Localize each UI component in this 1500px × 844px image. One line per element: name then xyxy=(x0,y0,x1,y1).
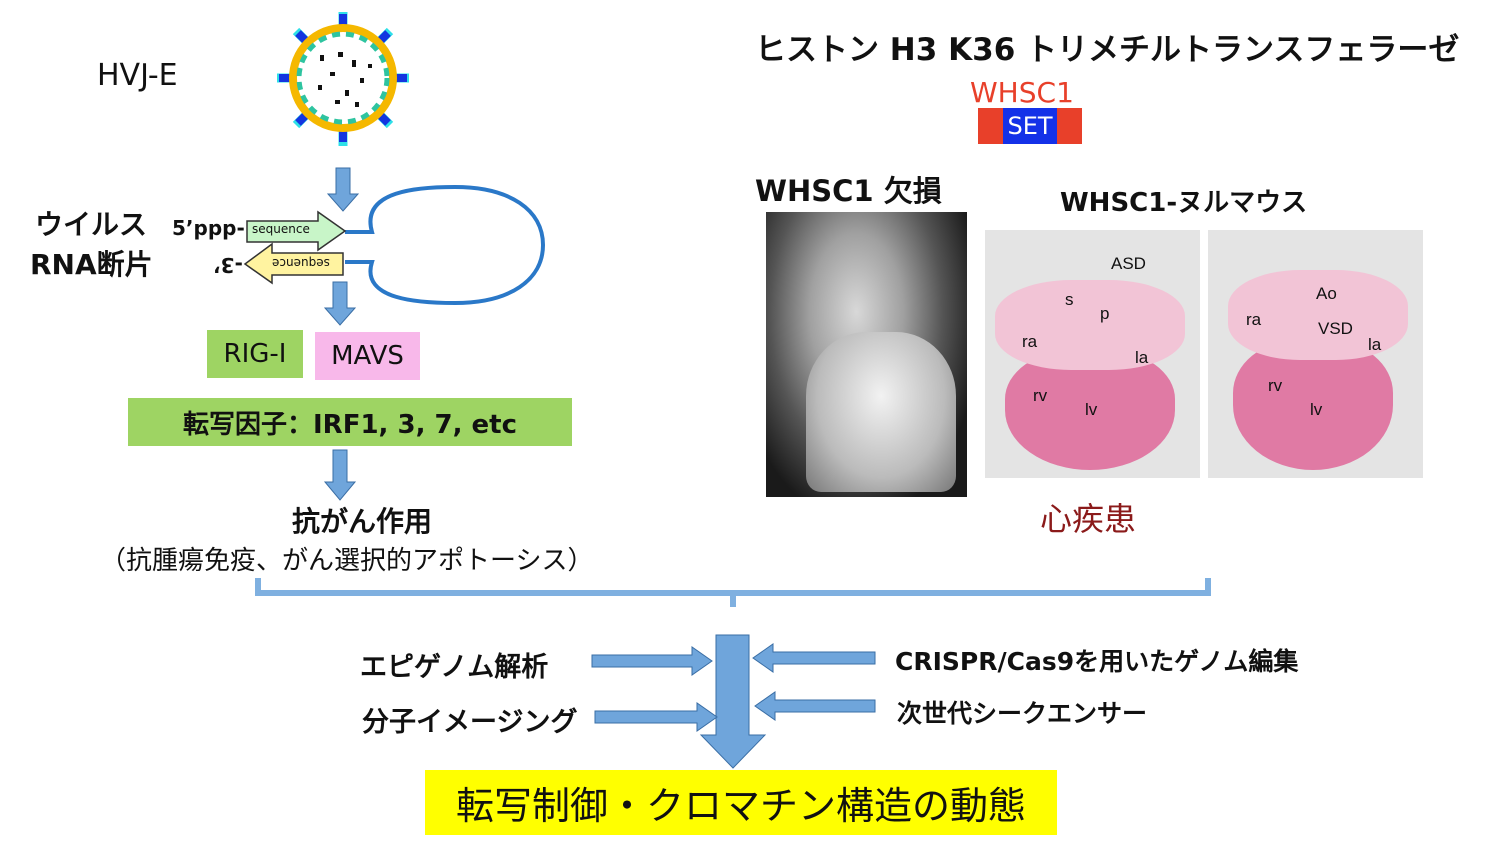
disease-label: 心疾患 xyxy=(1040,500,1137,538)
five-prime-label: 5’ppp- xyxy=(172,216,245,240)
effect-title: 抗がん作用 xyxy=(292,505,433,538)
mouse-label: WHSC1-ヌルマウス xyxy=(1060,188,1308,218)
heart2-label-vsd: VSD xyxy=(1318,319,1353,338)
heart2-label-ra: ra xyxy=(1246,310,1262,329)
convergence-arrows xyxy=(591,634,876,769)
enzyme-title: ヒストン H3 K36 トリメチルトランスフェラーゼ xyxy=(755,32,1460,68)
heart1-label-p: p xyxy=(1100,304,1110,323)
rna-label-line2: RNA断片 xyxy=(30,248,153,281)
heart-section-mutant: ASD s p ra la rv lv xyxy=(985,230,1200,478)
conclusion-box: 転写制御・クロマチン構造の動態 xyxy=(425,770,1057,835)
input-epigenome: エピゲノム解析 xyxy=(360,652,549,683)
patient-photo xyxy=(766,212,967,497)
deficiency-label: WHSC1 欠損 xyxy=(755,174,942,208)
virus-label: HVJ-E xyxy=(97,58,178,93)
heart1-label-lv: lv xyxy=(1085,400,1098,419)
input-sequencer: 次世代シークエンサー xyxy=(897,699,1148,728)
transcription-factor-box: 転写因子：IRF1, 3, 7, etc xyxy=(128,398,572,446)
rig-i-box: RIG-I xyxy=(207,330,303,378)
mavs-box: MAVS xyxy=(315,332,420,380)
strand-bottom-label: sequence xyxy=(272,256,330,270)
heart2-label-lv: lv xyxy=(1310,400,1323,419)
set-domain: SET xyxy=(1003,108,1057,144)
virus-icon xyxy=(277,12,409,146)
heart1-label-rv: rv xyxy=(1033,386,1048,405)
heart1-label-ra: ra xyxy=(1022,332,1038,351)
gene-name: WHSC1 xyxy=(970,76,1074,109)
mavs-label: MAVS xyxy=(331,341,404,371)
input-imaging: 分子イメージング xyxy=(362,707,578,738)
transcription-factor-label: 転写因子：IRF1, 3, 7, etc xyxy=(183,409,517,440)
input-crispr: CRISPR/Cas9を用いたゲノム編集 xyxy=(895,647,1299,676)
heart1-label-asd: ASD xyxy=(1111,254,1146,273)
rna-label-line1: ウイルス xyxy=(35,208,148,241)
heart2-label-rv: rv xyxy=(1268,376,1283,395)
flow-arrows xyxy=(323,167,360,501)
effect-detail: （抗腫瘍免疫、がん選択的アポトーシス） xyxy=(100,546,594,576)
conclusion-label: 転写制御・クロマチン構造の動態 xyxy=(455,784,1026,828)
rna-hairpin xyxy=(243,184,546,306)
strand-top-label: sequence xyxy=(252,222,310,236)
heart-section-vsd: Ao VSD ra la rv lv xyxy=(1208,230,1423,478)
set-domain-label: SET xyxy=(1007,112,1053,140)
three-prime-label: -3’ xyxy=(213,253,243,277)
heart1-label-la: la xyxy=(1135,348,1149,367)
heart2-label-ao: Ao xyxy=(1316,284,1337,303)
rig-i-label: RIG-I xyxy=(223,339,287,369)
heart2-label-la: la xyxy=(1368,335,1382,354)
heart1-label-s: s xyxy=(1065,290,1074,309)
bracket xyxy=(255,578,1211,607)
